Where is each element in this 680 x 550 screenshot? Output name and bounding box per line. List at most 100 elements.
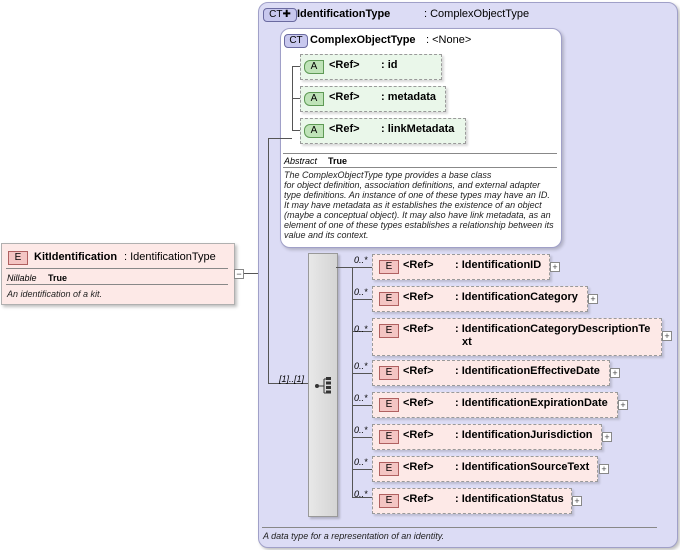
outer-type-description: A data type for a representation of an i… — [263, 531, 445, 541]
element-cardinality: 0..* — [354, 393, 368, 403]
element-identification-effective-date[interactable]: E <Ref> : IdentificationEffectiveDate — [372, 360, 610, 386]
description-line: The ComplexObjectType type provides a ba… — [284, 170, 492, 180]
ref-label: <Ref> — [329, 91, 360, 103]
ref-label: <Ref> — [403, 365, 434, 377]
expand-toggle[interactable]: + — [599, 464, 609, 474]
attribute-badge: A — [304, 92, 324, 106]
connector-line — [244, 273, 268, 274]
element-cardinality: 0..* — [354, 324, 368, 334]
expand-toggle[interactable]: + — [588, 294, 598, 304]
ref-label: <Ref> — [403, 461, 434, 473]
root-element-name: KitIdentification — [34, 251, 118, 263]
element-badge: E — [379, 292, 399, 306]
connector-line — [352, 331, 372, 332]
divider — [283, 167, 557, 168]
outer-type-title: IdentificationType — [297, 8, 391, 20]
connector-line — [352, 299, 372, 300]
element-cardinality: 0..* — [354, 255, 368, 265]
root-element-type: : IdentificationType — [124, 251, 216, 263]
expand-toggle[interactable]: + — [662, 331, 672, 341]
element-name: : IdentificationJurisdiction — [455, 429, 593, 441]
attribute-badge: A — [304, 60, 324, 74]
ref-label: <Ref> — [329, 59, 360, 71]
connector-line — [292, 98, 300, 99]
attribute-id[interactable]: A <Ref> : id — [300, 54, 442, 80]
element-badge: E — [379, 260, 399, 274]
divider — [6, 284, 228, 285]
connector-line — [268, 138, 292, 139]
connector-line — [352, 469, 372, 470]
element-name: : IdentificationCategoryDescriptionTe — [455, 323, 651, 335]
inner-type-base: : <None> — [426, 34, 472, 46]
connector-line — [352, 267, 353, 497]
description-line: type definitions. An instance of one of … — [284, 190, 550, 200]
element-name: : IdentificationEffectiveDate — [455, 365, 600, 377]
root-element-description: An identification of a kit. — [7, 289, 103, 299]
expand-toggle[interactable]: + — [572, 496, 582, 506]
sequence-cardinality: [1]..[1] — [279, 374, 305, 384]
sequence-icon — [315, 377, 331, 394]
element-badge: E — [379, 430, 399, 444]
divider — [262, 527, 657, 528]
outer-type-base: : ComplexObjectType — [424, 8, 530, 20]
root-element-box[interactable]: E KitIdentification : IdentificationType… — [1, 243, 235, 305]
connector-line — [352, 405, 372, 406]
attribute-link-metadata[interactable]: A <Ref> : linkMetadata — [300, 118, 466, 144]
element-name: : IdentificationExpirationDate — [455, 397, 608, 409]
description-line: value and its context. — [284, 230, 369, 240]
ref-label: <Ref> — [403, 493, 434, 505]
ref-label: <Ref> — [403, 397, 434, 409]
ref-label: <Ref> — [403, 429, 434, 441]
sequence-compositor[interactable] — [308, 253, 338, 517]
element-cardinality: 0..* — [354, 361, 368, 371]
attribute-name: : id — [381, 59, 398, 71]
attribute-name: : linkMetadata — [381, 123, 455, 135]
expand-toggle[interactable]: + — [618, 400, 628, 410]
connector-line — [292, 66, 300, 67]
element-name: : IdentificationSourceText — [455, 461, 590, 473]
expand-toggle[interactable]: + — [602, 432, 612, 442]
description-line: (maybe a conceptual object). It may also… — [284, 210, 551, 220]
element-badge: E — [379, 462, 399, 476]
element-name: : IdentificationStatus — [455, 493, 564, 505]
connector-line — [352, 437, 372, 438]
element-identification-expiration-date[interactable]: E <Ref> : IdentificationExpirationDate — [372, 392, 618, 418]
complex-type-badge: CT — [284, 34, 308, 48]
element-identification-status[interactable]: E <Ref> : IdentificationStatus — [372, 488, 572, 514]
description-line: for object definition, association defin… — [284, 180, 541, 190]
inner-type-description: The ComplexObjectType type provides a ba… — [284, 170, 560, 240]
connector-line — [352, 373, 372, 374]
complex-type-badge: CT✚ — [263, 8, 297, 22]
connector-line — [268, 138, 269, 383]
inner-type-title: ComplexObjectType — [310, 34, 416, 46]
attribute-badge: A — [304, 124, 324, 138]
element-identification-category[interactable]: E <Ref> : IdentificationCategory — [372, 286, 588, 312]
description-line: It may have metadata as it establishes t… — [284, 200, 542, 210]
connector-line — [352, 497, 372, 498]
element-badge: E — [379, 324, 399, 338]
connector-line — [268, 383, 308, 384]
attribute-metadata[interactable]: A <Ref> : metadata — [300, 86, 446, 112]
collapse-toggle[interactable]: − — [234, 269, 244, 279]
element-identification-category-description-text[interactable]: E <Ref> : IdentificationCategoryDescript… — [372, 318, 662, 356]
ref-label: <Ref> — [329, 123, 360, 135]
element-cardinality: 0..* — [354, 425, 368, 435]
divider — [283, 153, 557, 154]
element-badge: E — [379, 494, 399, 508]
nillable-value: True — [48, 273, 68, 283]
element-badge: E — [379, 366, 399, 380]
element-cardinality: 0..* — [354, 457, 368, 467]
expand-toggle[interactable]: + — [550, 262, 560, 272]
element-identification-id[interactable]: E <Ref> : IdentificationID — [372, 254, 550, 280]
element-identification-jurisdiction[interactable]: E <Ref> : IdentificationJurisdiction — [372, 424, 602, 450]
element-badge: E — [8, 251, 28, 265]
expand-toggle[interactable]: + — [610, 368, 620, 378]
element-cardinality: 0..* — [354, 489, 368, 499]
nillable-label: Nillable — [7, 273, 37, 283]
abstract-value: True — [328, 156, 348, 166]
element-identification-source-text[interactable]: E <Ref> : IdentificationSourceText — [372, 456, 598, 482]
divider — [6, 268, 228, 269]
attribute-name: : metadata — [381, 91, 437, 103]
ref-label: <Ref> — [403, 323, 434, 335]
abstract-label: Abstract — [284, 156, 318, 166]
